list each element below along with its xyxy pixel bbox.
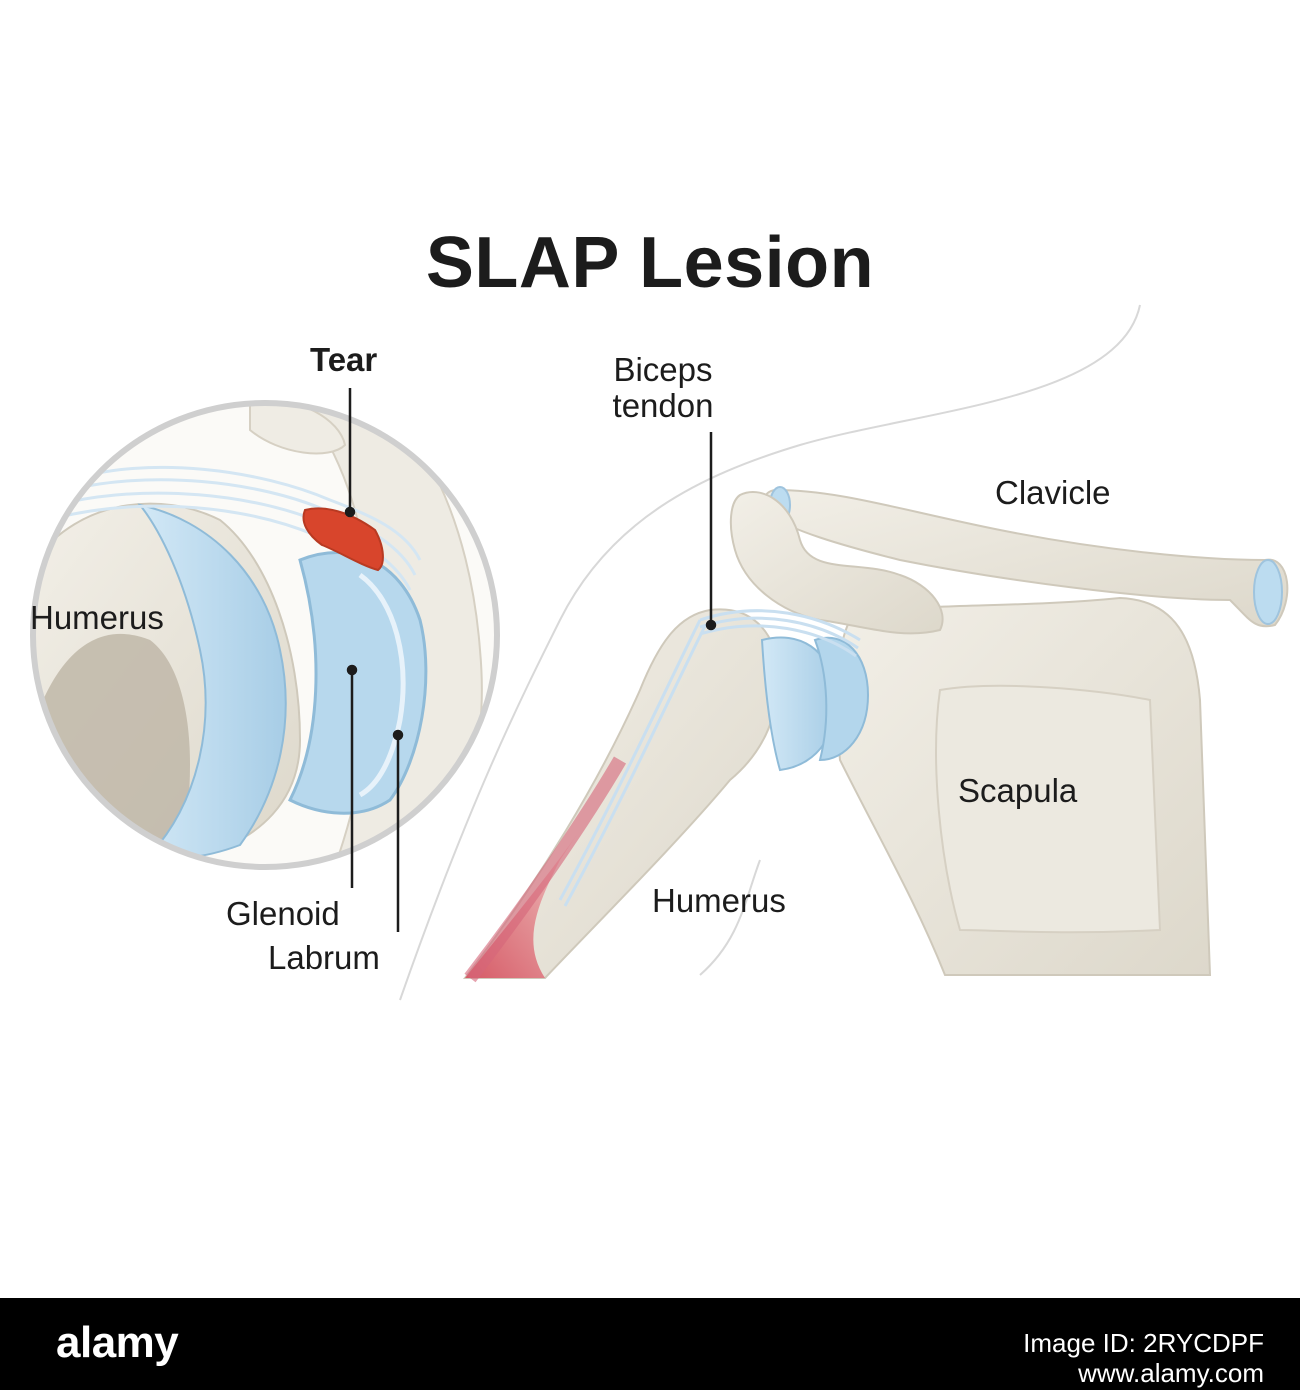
scapula-shape: [836, 596, 1212, 976]
main-cartilage: [760, 636, 870, 772]
magnified-inset: [30, 400, 500, 870]
label-biceps-tendon: Biceps tendon: [590, 352, 736, 424]
image-id-label: Image ID: 2RYCDPF: [1023, 1328, 1264, 1358]
label-glenoid: Glenoid: [226, 895, 340, 932]
label-humerus-inset: Humerus: [30, 599, 164, 636]
label-biceps-line2: tendon: [612, 387, 714, 424]
leader-lines: [344, 388, 717, 932]
label-labrum: Labrum: [268, 939, 380, 976]
image-id: Image ID: 2RYCDPF www.alamy.com: [1023, 1328, 1264, 1388]
label-biceps-line1: Biceps: [613, 351, 713, 388]
acromion-shape: [729, 491, 944, 635]
main-biceps-tendon: [558, 609, 861, 907]
body-outline: [399, 304, 1141, 1001]
page-title: SLAP Lesion: [425, 223, 875, 303]
brand-logo: alamy: [56, 1318, 179, 1367]
image-url: www.alamy.com: [1078, 1358, 1264, 1388]
label-clavicle: Clavicle: [995, 474, 1111, 511]
footer-bar: [0, 1298, 1300, 1390]
label-scapula: Scapula: [958, 772, 1078, 809]
label-humerus-main: Humerus: [652, 882, 786, 919]
label-tear: Tear: [310, 341, 378, 378]
